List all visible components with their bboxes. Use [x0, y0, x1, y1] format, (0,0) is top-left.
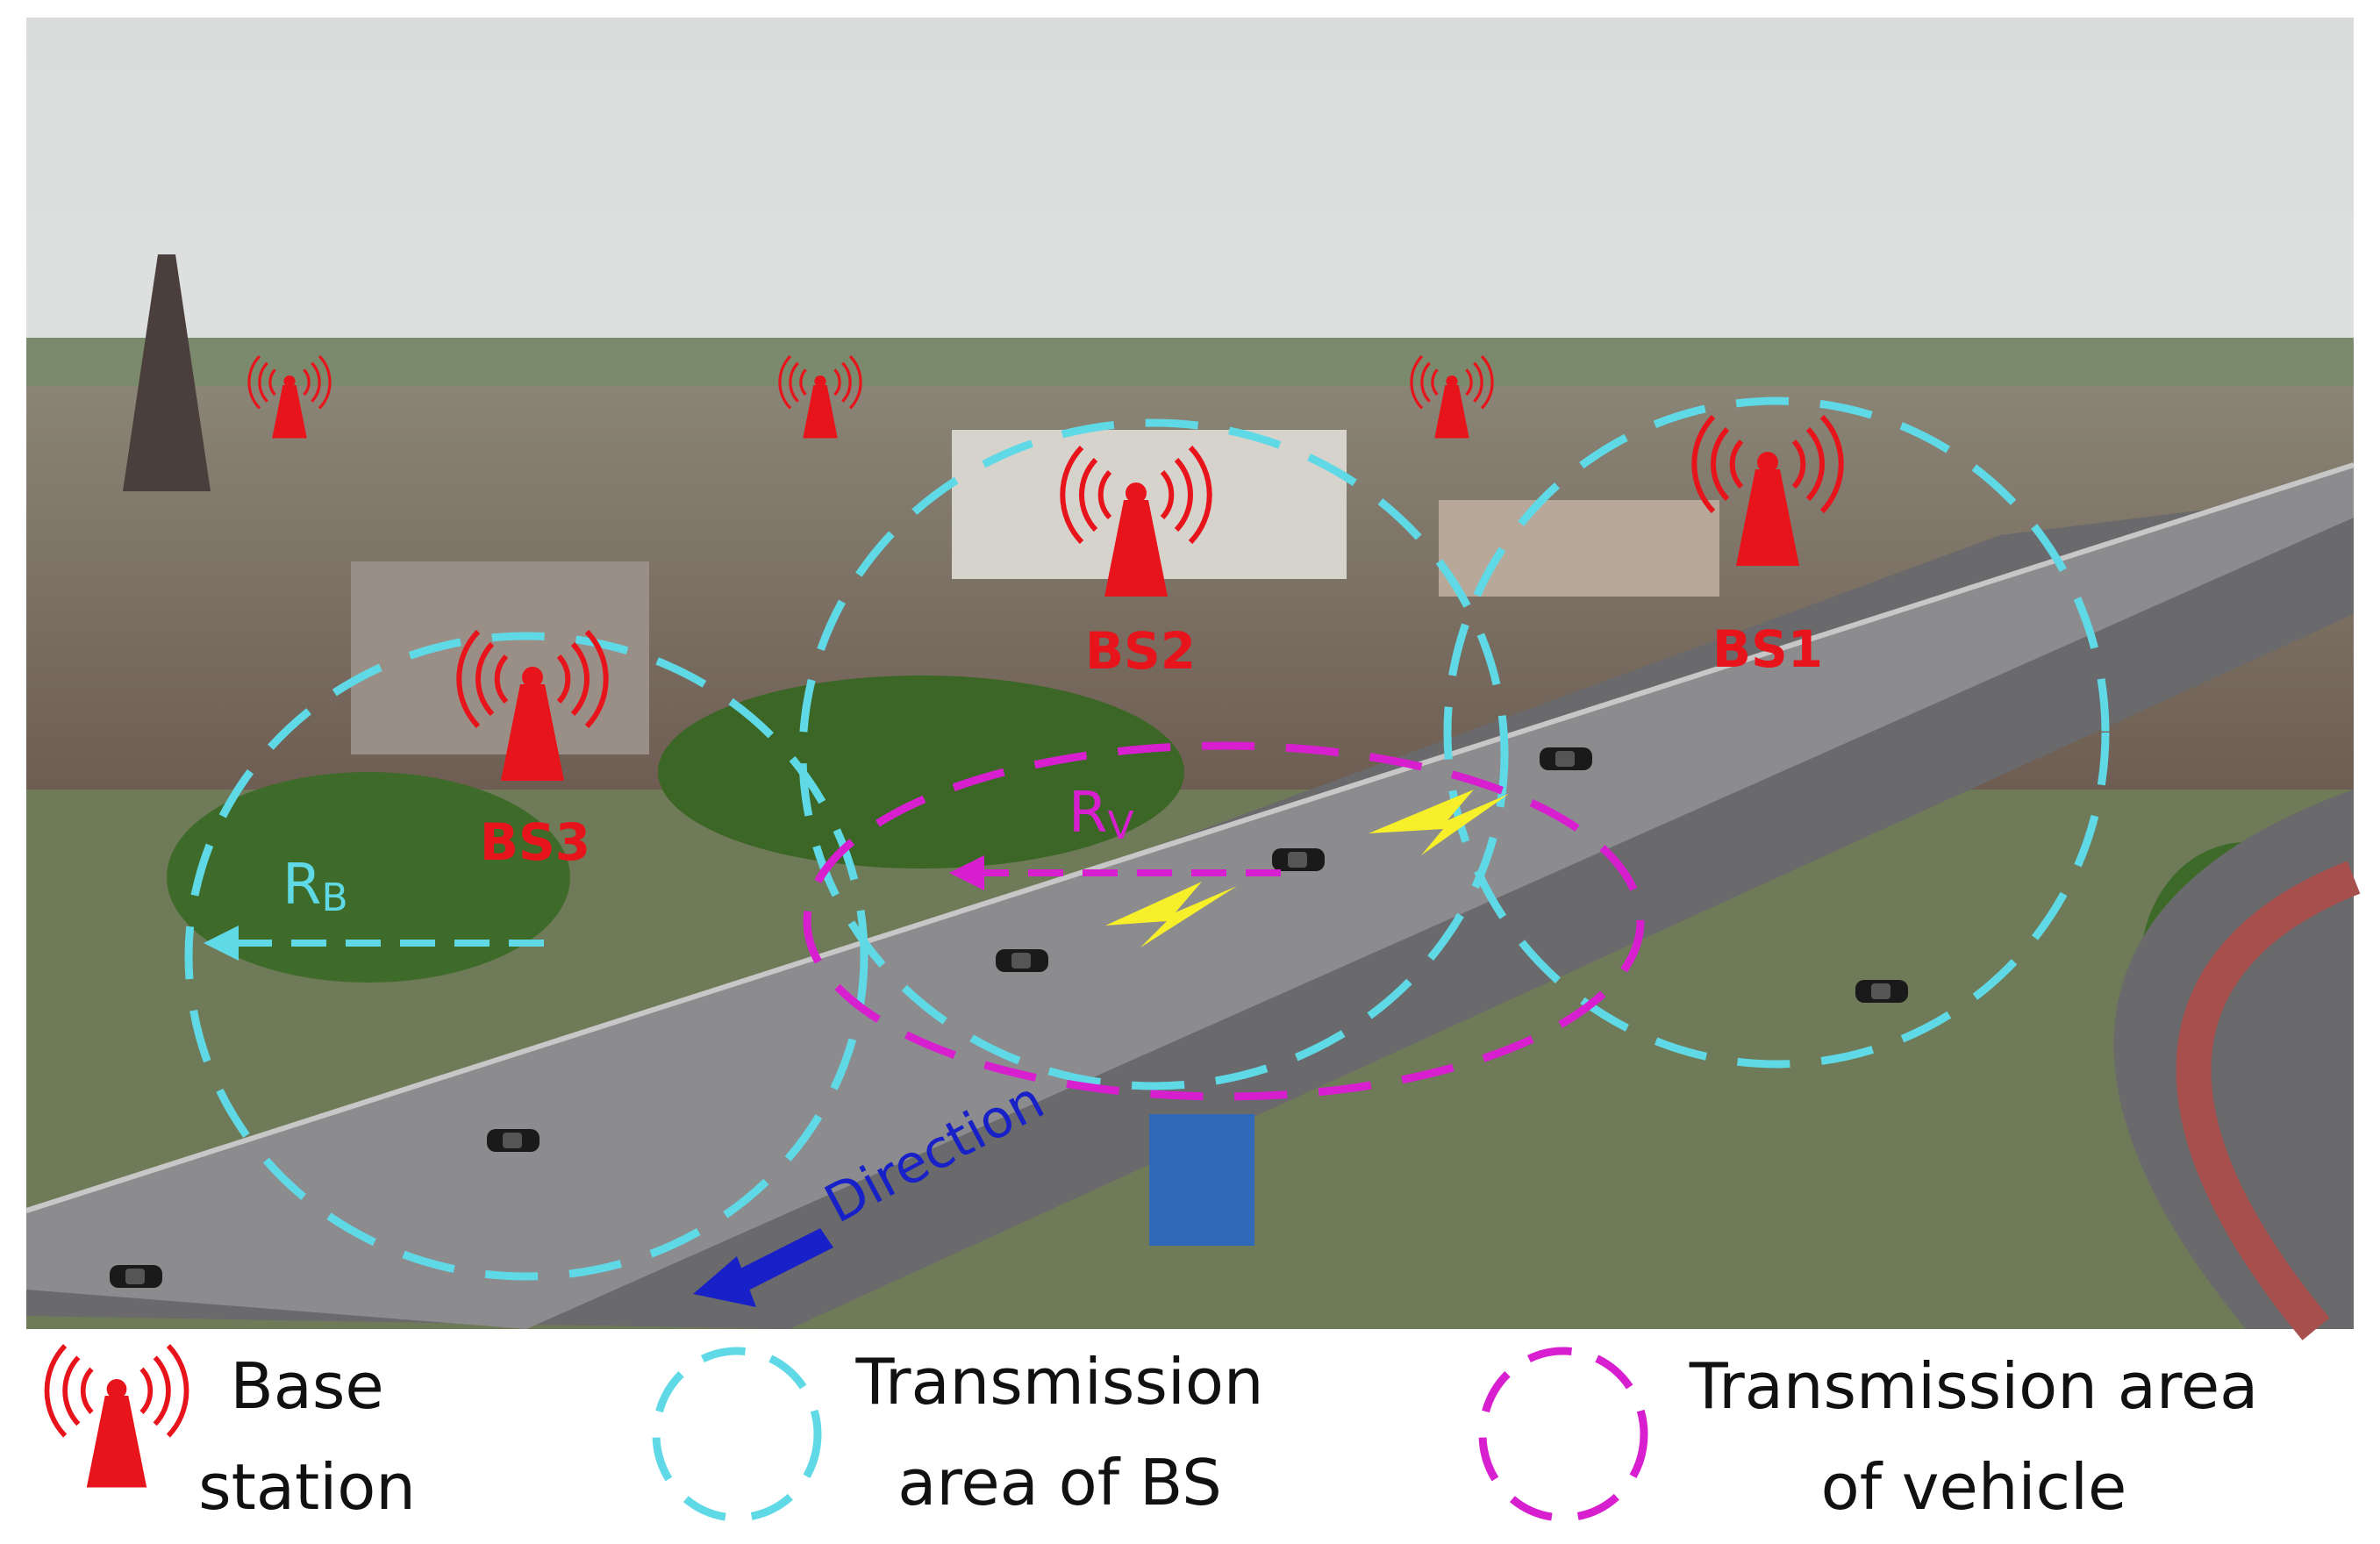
legend-antenna-icon: [46, 1346, 186, 1488]
lightning-bolt-icon: [1105, 882, 1237, 947]
rb-label: RB: [282, 853, 348, 920]
car: [1540, 747, 1592, 770]
car: [487, 1129, 540, 1152]
legend-base-station-line1: Base: [230, 1349, 383, 1423]
legend-bs-area-line1: Transmission: [854, 1345, 1263, 1419]
vehicle-coverage-ellipse: [803, 741, 1645, 1101]
legend-base-station-line2: station: [198, 1450, 416, 1524]
church-spire: [123, 254, 211, 491]
legend-vehicle-area-dashed-circle-icon: [1478, 1347, 1648, 1522]
bs3-coverage-circle: [184, 632, 868, 1281]
bs2-label: BS2: [1085, 621, 1196, 681]
car: [1272, 848, 1325, 871]
legend-bs-area-line2: area of BS: [897, 1446, 1222, 1519]
rv-label: RV: [1068, 781, 1134, 848]
rb-radius-arrow: [204, 926, 544, 961]
bs1-coverage-circle: [1443, 397, 2110, 1069]
car: [996, 949, 1048, 972]
corner-building: [351, 561, 649, 754]
highway-sign: [1149, 1114, 1254, 1246]
legend-vehicle-area-line2: of vehicle: [1821, 1450, 2127, 1524]
bike-path: [2176, 861, 2361, 1340]
lightning-bolt-icon: [1369, 790, 1509, 855]
bs2-coverage-circle: [798, 418, 1509, 1090]
bs1-label: BS1: [1712, 619, 1823, 679]
trees-center: [658, 676, 1184, 868]
legend: Base station Transmission area of BS Tra…: [46, 1345, 2258, 1524]
trees-left: [167, 772, 570, 983]
rv-radius-arrow: [949, 855, 1281, 890]
legend-vehicle-area-line1: Transmission area: [1689, 1349, 2259, 1423]
direction-arrow: [693, 1228, 833, 1307]
car: [1855, 980, 1908, 1003]
elevated-highway: [26, 465, 2354, 1329]
legend-bs-area-dashed-circle-icon: [652, 1347, 822, 1522]
bs-transmission-areas: [184, 397, 2110, 1281]
highway-railing: [25, 462, 2355, 1213]
bs3-label: BS3: [480, 812, 590, 872]
car: [110, 1265, 162, 1288]
